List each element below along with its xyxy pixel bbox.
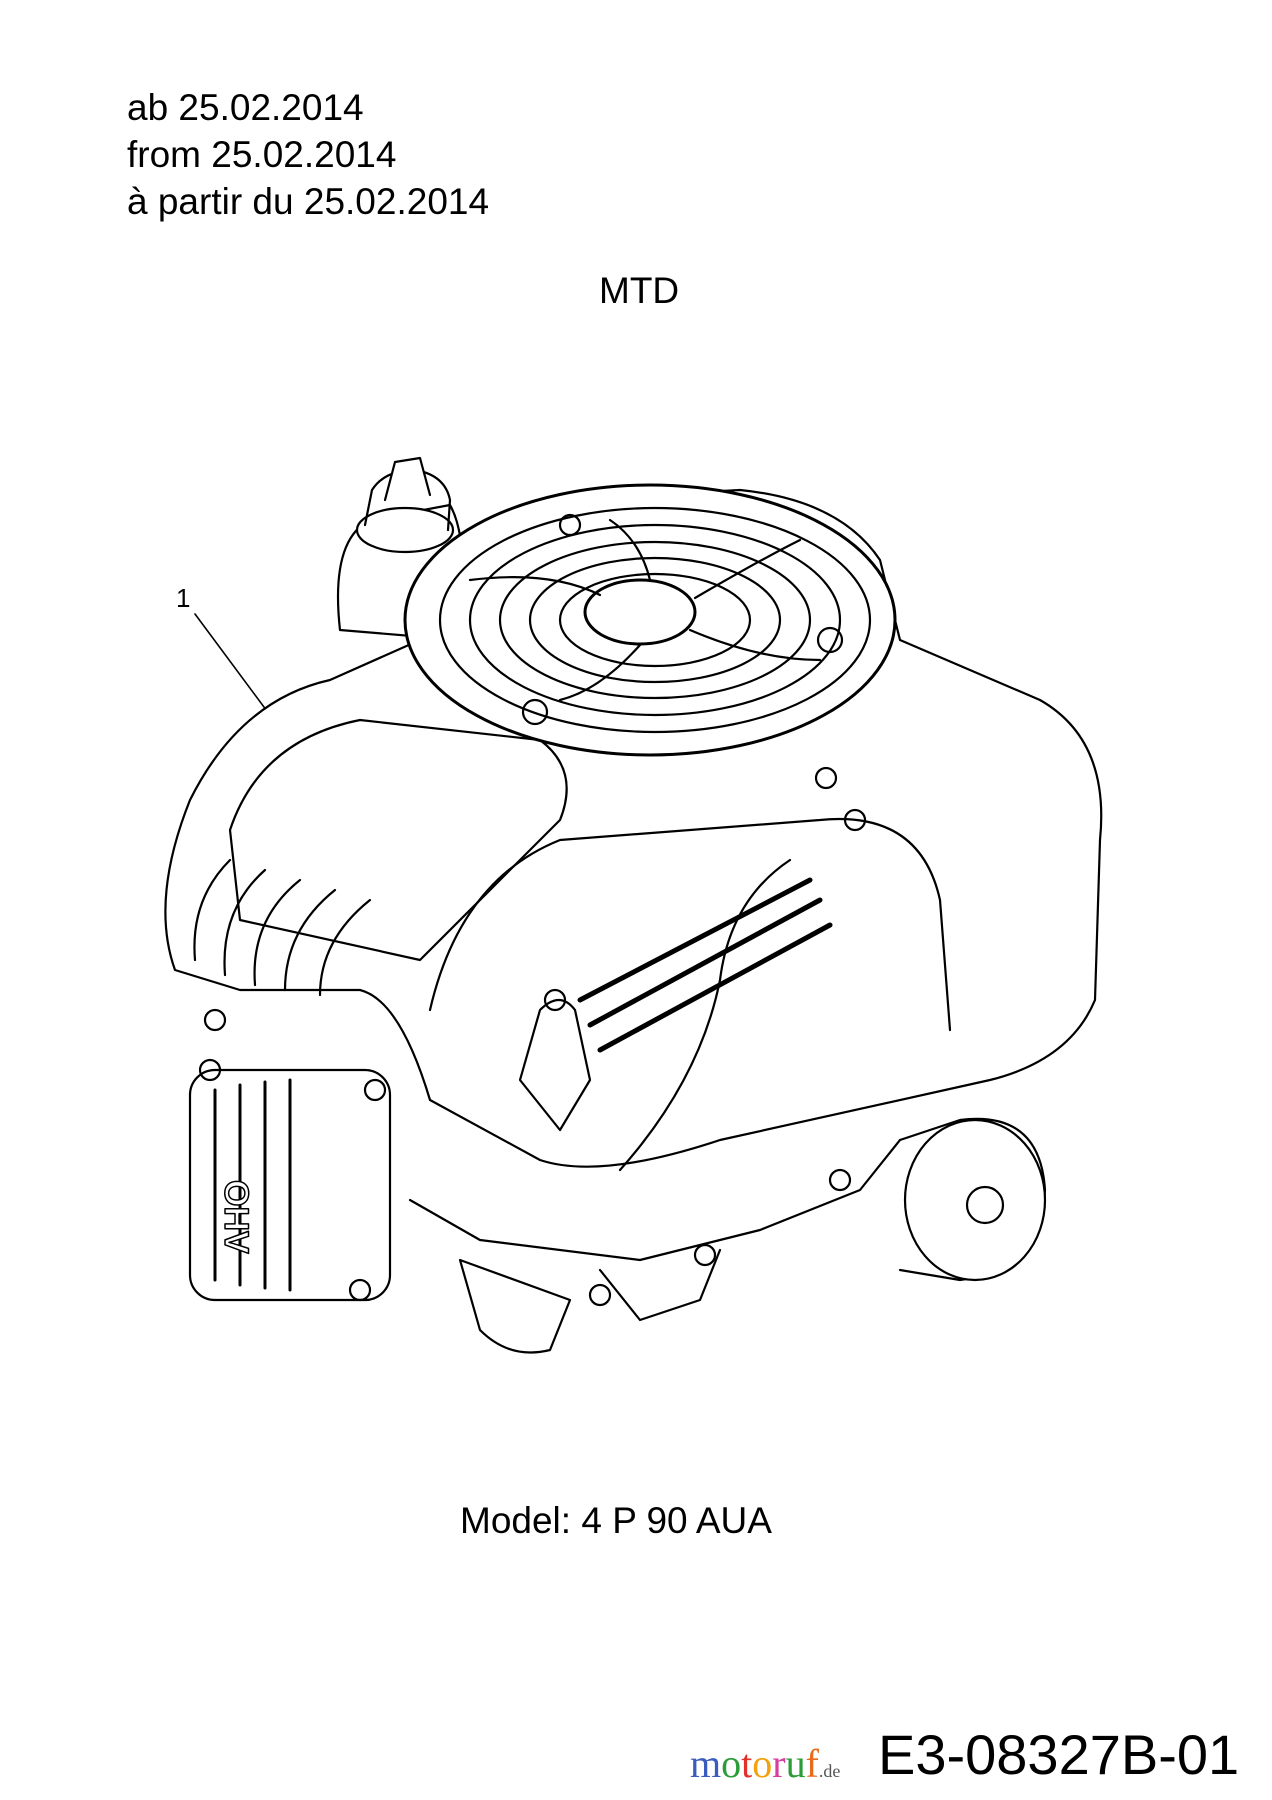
model-label: Model: 4 P 90 AUA xyxy=(460,1500,772,1541)
side-fins xyxy=(193,858,372,997)
watermark-letter: o xyxy=(752,1741,773,1786)
ohv-emboss: OHV xyxy=(217,1180,255,1254)
label-panel xyxy=(228,718,568,962)
fan-screen xyxy=(403,483,897,757)
watermark-letter: t xyxy=(741,1741,753,1786)
housing-contour xyxy=(618,858,792,1172)
date-notes: ab 25.02.2014 from 25.02.2014 à partir d… xyxy=(127,84,489,225)
valve-cover: OHV xyxy=(188,1008,392,1302)
crankcase xyxy=(408,766,902,1354)
watermark-letter: u xyxy=(785,1741,806,1786)
brand-label: MTD xyxy=(599,270,680,311)
date-line-en: from 25.02.2014 xyxy=(127,134,397,175)
date-line-de: ab 25.02.2014 xyxy=(127,87,364,128)
watermark-letter: f xyxy=(805,1741,819,1786)
drawing-code: E3-08327B-01 xyxy=(878,1723,1240,1786)
watermark-letter: m xyxy=(690,1741,722,1786)
cooling-slots xyxy=(577,877,833,1053)
date-line-fr: à partir du 25.02.2014 xyxy=(127,181,490,222)
watermark-suffix: .de xyxy=(818,1761,841,1781)
callout-label-1: 1 xyxy=(176,583,190,613)
watermark-letter: r xyxy=(772,1741,786,1786)
oil-filter xyxy=(898,1117,1047,1282)
housing-ridge xyxy=(428,817,952,1032)
watermark-text: motoruf xyxy=(690,1741,819,1786)
watermark-letter: o xyxy=(721,1741,742,1786)
motoruf-watermark: motoruf.de xyxy=(690,1740,840,1787)
